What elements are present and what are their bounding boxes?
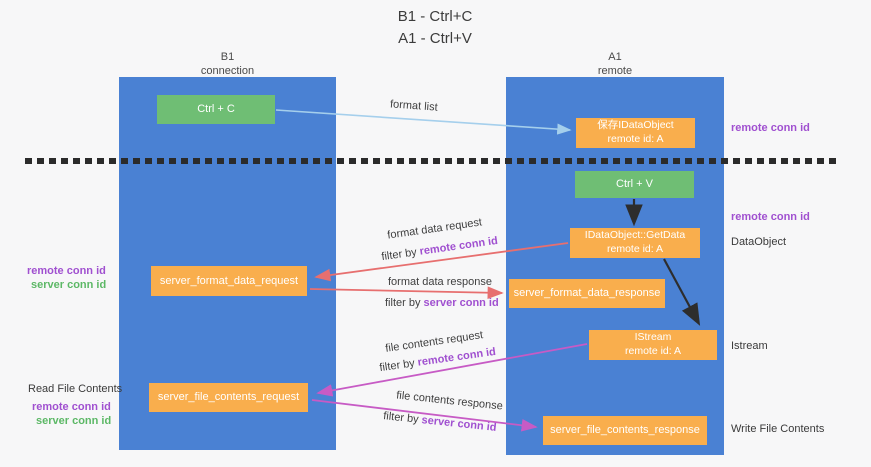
node-server-format-data-request: server_format_data_request [151, 266, 307, 296]
left-label-server-conn-id-1: server conn id [31, 279, 107, 291]
node-getdata-line1: IDataObject::GetData [584, 229, 686, 242]
column-a1-title: A1 [608, 51, 622, 63]
left-label-server-conn-id-2: server conn id [36, 415, 112, 427]
label-filter-server-conn-id-2: filter by server conn id [383, 410, 497, 434]
node-ctrl-v-label: Ctrl + V [616, 178, 653, 191]
node-ctrl-c-label: Ctrl + C [197, 103, 235, 116]
right-label-dataobject: DataObject [731, 236, 787, 248]
node-server-format-data-response-label: server_format_data_response [513, 287, 661, 300]
node-istream-line1: IStream [634, 331, 672, 344]
label-filter-server-conn-id-1: filter by server conn id [385, 297, 499, 309]
node-server-file-contents-request-label: server_file_contents_request [157, 391, 300, 404]
column-header-b1: B1 connection [119, 50, 336, 79]
right-label-istream: Istream [731, 340, 768, 352]
node-ctrl-v: Ctrl + V [575, 171, 694, 198]
right-label-remote-conn-id-1: remote conn id [731, 122, 810, 134]
filter-by-prefix-2: filter by [385, 297, 424, 309]
node-istream-line2: remote id: A [624, 345, 682, 357]
left-label-remote-conn-id-2: remote conn id [32, 401, 111, 413]
left-label-remote-conn-id-1: remote conn id [27, 265, 106, 277]
title-line-1: B1 - Ctrl+C [397, 8, 473, 25]
filter-remote-conn-id-2: remote conn id [416, 345, 497, 369]
node-getdata-line2: remote id: A [606, 243, 664, 255]
node-save-dataobject-line2: remote id: A [607, 133, 664, 145]
filter-server-conn-id-2: server conn id [420, 414, 498, 434]
node-istream: IStream remote id: A [589, 330, 717, 360]
label-format-list: format list [389, 98, 439, 114]
column-b1-title: B1 [220, 51, 235, 63]
filter-by-prefix-4: filter by [382, 410, 423, 427]
filter-server-conn-id-1: server conn id [423, 297, 499, 309]
node-save-dataobject-line1: 保存IDataObject [597, 119, 674, 132]
node-server-file-contents-response: server_file_contents_response [543, 416, 707, 445]
left-label-read-file-contents: Read File Contents [28, 383, 123, 395]
right-label-write-file-contents: Write File Contents [731, 423, 825, 435]
node-ctrl-c: Ctrl + C [157, 95, 275, 124]
node-server-format-data-request-label: server_format_data_request [159, 274, 299, 287]
node-server-file-contents-request: server_file_contents_request [149, 383, 308, 412]
column-header-a1: A1 remote [506, 50, 724, 79]
filter-remote-conn-id-1: remote conn id [418, 234, 499, 258]
node-server-format-data-response: server_format_data_response [509, 279, 665, 308]
filter-by-prefix-3: filter by [378, 356, 419, 375]
column-a1-subtitle: remote [597, 65, 633, 78]
node-server-file-contents-response-label: server_file_contents_response [550, 424, 700, 437]
right-label-remote-conn-id-2: remote conn id [731, 211, 810, 223]
filter-by-prefix-1: filter by [380, 245, 421, 264]
arrow-format-data-response [309, 286, 504, 299]
label-format-data-response: format data response [388, 276, 492, 288]
diagram-title: B1 - Ctrl+C A1 - Ctrl+V [285, 6, 585, 50]
node-idataobject-getdata: IDataObject::GetData remote id: A [570, 228, 700, 258]
title-line-2: A1 - Ctrl+V [398, 29, 472, 47]
node-save-dataobject: 保存IDataObject remote id: A [576, 118, 695, 148]
label-file-contents-response: file contents response [395, 389, 504, 413]
column-b1-subtitle: connection [200, 65, 255, 78]
